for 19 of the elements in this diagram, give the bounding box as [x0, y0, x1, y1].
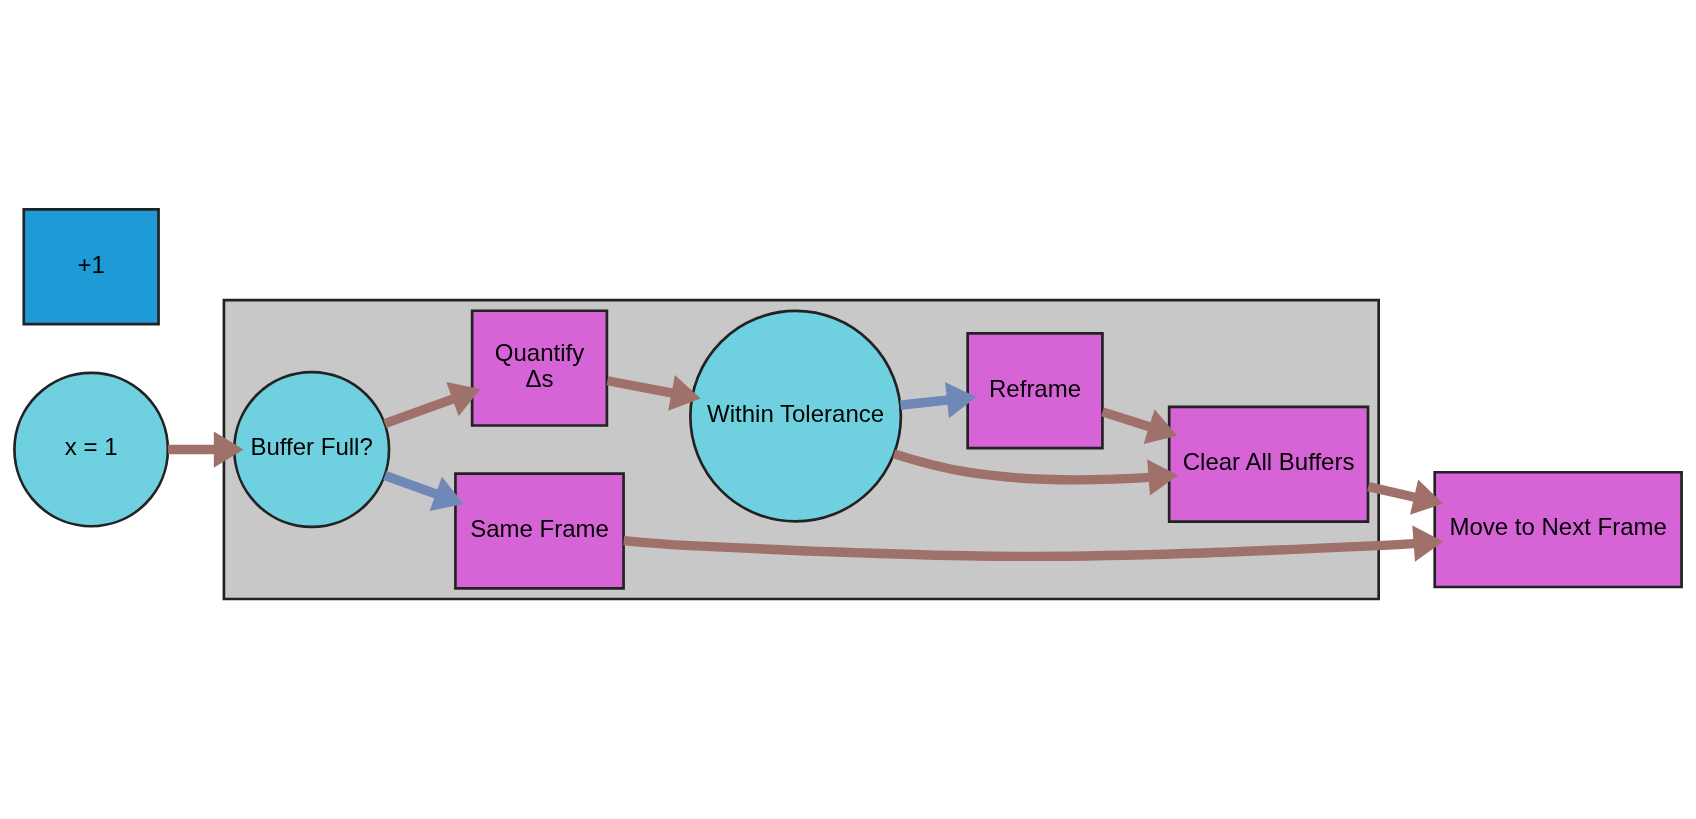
arrow: [606, 375, 701, 411]
node-box: Reframe: [966, 332, 1104, 450]
arrow: [1367, 479, 1443, 515]
arrow: [383, 471, 464, 511]
node-box: Move to Next Frame: [1433, 470, 1683, 589]
arrow: [1101, 407, 1178, 444]
node-circle: x = 1: [13, 371, 170, 528]
arrow: [168, 431, 244, 468]
cluster: [222, 298, 1380, 601]
node-box: Clear All Buffers: [1167, 405, 1370, 523]
arrow: [892, 449, 1179, 496]
arrow: [383, 382, 481, 428]
node-box: Same Frame: [454, 472, 625, 590]
node-circle: Buffer Full?: [232, 370, 391, 529]
node-circle: Within Tolerance: [689, 309, 903, 523]
node-box: Quantify Δs: [470, 309, 609, 427]
node-box: +1: [22, 208, 160, 326]
arrow: [623, 525, 1444, 562]
arrow: [899, 382, 977, 419]
